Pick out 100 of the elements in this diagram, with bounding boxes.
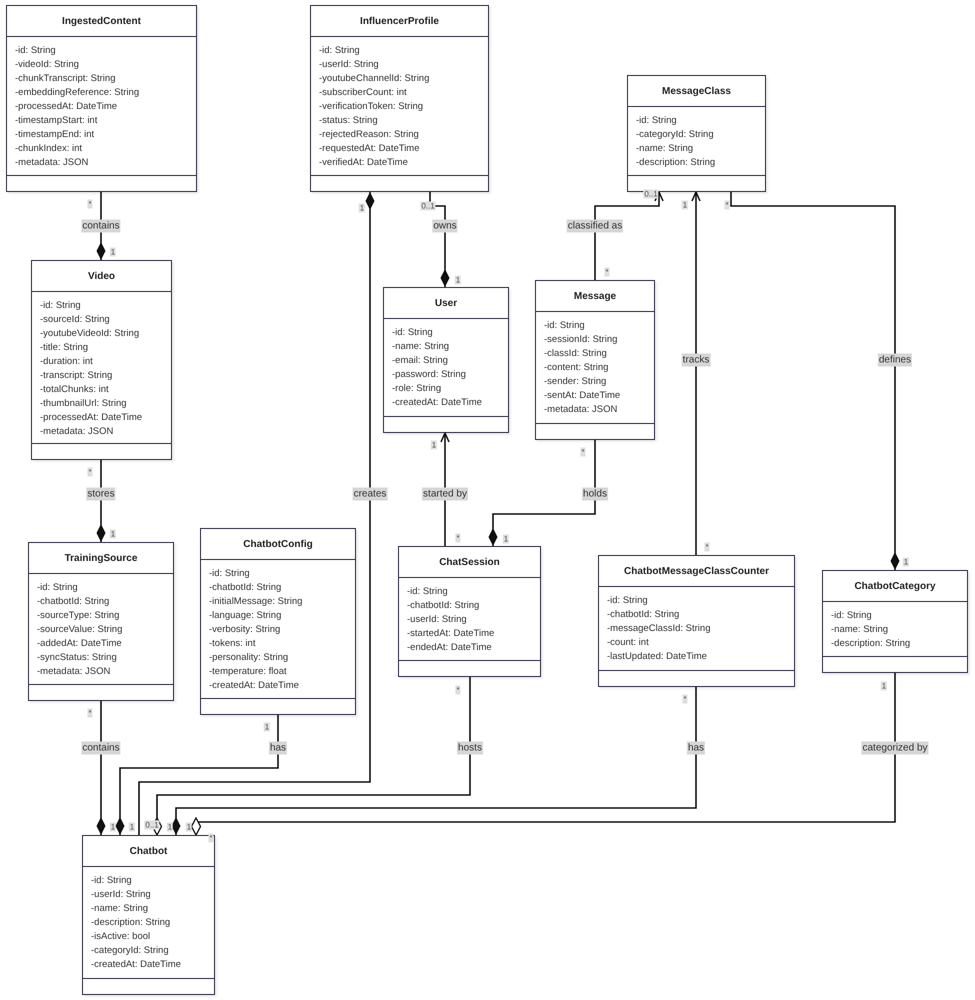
attribute-text: -videoId: String	[15, 58, 79, 72]
attribute-text: -metadata: JSON	[544, 403, 618, 417]
attribute-text: -embeddingReference: String	[15, 86, 140, 100]
attribute-text: -metadata: JSON	[40, 425, 114, 439]
attribute-text: -sourceType: String	[37, 609, 120, 623]
association-line	[138, 192, 374, 835]
association-line	[488, 440, 596, 546]
edge-label: has	[686, 742, 706, 754]
multiplicity-label: 1	[358, 204, 366, 212]
multiplicity-label: 1	[430, 440, 438, 450]
multiplicity-label: *	[704, 542, 710, 552]
class-box	[310, 5, 489, 192]
class-box	[383, 287, 509, 433]
class-box	[535, 280, 655, 440]
attribute-text: -name: String	[91, 902, 148, 916]
attribute-text: -userId: String	[407, 613, 467, 627]
attribute-text: -id: String	[319, 44, 360, 58]
attribute-text: -totalChunks: int	[40, 383, 109, 397]
multiplicity-label: 1	[682, 200, 688, 210]
attribute-text: -status: String	[319, 114, 378, 128]
attribute-text: -id: String	[407, 585, 448, 599]
edge-label: owns	[432, 220, 458, 232]
class-box	[598, 555, 795, 687]
attribute-text: -content: String	[544, 361, 608, 375]
attribute-text: -name: String	[392, 340, 450, 354]
edge-label: tracks	[682, 354, 710, 366]
edge-label: holds	[582, 488, 608, 500]
multiplicity-label: 1	[264, 722, 270, 732]
attribute-text: -temperature: float	[209, 665, 287, 679]
multiplicity-label: 0..1	[144, 820, 160, 830]
multiplicity-label: *	[604, 268, 610, 276]
attribute-text: -createdAt: DateTime	[91, 958, 181, 972]
attribute-text: -userId: String	[91, 888, 151, 902]
class-name: ChatbotCategory	[854, 580, 936, 592]
multiplicity-label: *	[724, 200, 730, 210]
association-line	[730, 192, 900, 570]
attribute-text: -sender: String	[544, 375, 606, 389]
attribute-text: -endedAt: DateTime	[407, 641, 492, 655]
multiplicity-label: *	[208, 834, 214, 842]
class-box	[31, 260, 172, 460]
class-box	[82, 835, 215, 995]
multiplicity-label: 1	[110, 248, 116, 256]
multiplicity-label: 1	[110, 822, 116, 832]
attribute-text: -personality: String	[209, 651, 288, 665]
attribute-text: -processedAt: DateTime	[40, 411, 142, 425]
edge-label: defines	[878, 354, 912, 366]
attribute-text: -chatbotId: String	[607, 608, 680, 622]
attribute-text: -metadata: JSON	[15, 156, 88, 170]
attribute-text: -count: int	[607, 636, 649, 650]
multiplicity-label: *	[455, 534, 461, 542]
attribute-text: -id: String	[91, 874, 132, 888]
class-box	[822, 570, 968, 673]
attribute-text: -email: String	[392, 354, 448, 368]
edge-label: categorized by	[861, 742, 929, 754]
multiplicity-label: 1	[502, 534, 510, 544]
attribute-text: -youtubeVideoId: String	[40, 327, 140, 341]
class-name: ChatSession	[439, 556, 500, 568]
attribute-text: -name: String	[831, 623, 888, 637]
multiplicity-label: 1	[128, 822, 136, 832]
attribute-text: -verifiedAt: DateTime	[319, 156, 408, 170]
attribute-text: -id: String	[636, 114, 677, 128]
attribute-text: -id: String	[544, 319, 585, 333]
attribute-text: -sentAt: DateTime	[544, 389, 620, 403]
attribute-text: -transcript: String	[40, 369, 112, 383]
association-line	[440, 432, 450, 546]
attribute-text: -requestedAt: DateTime	[319, 142, 420, 156]
class-name: ChatbotConfig	[243, 538, 313, 550]
attribute-text: -language: String	[209, 609, 282, 623]
attribute-text: -id: String	[607, 594, 648, 608]
multiplicity-label: 1	[110, 530, 116, 538]
multiplicity-label: 0..1	[643, 190, 659, 198]
attribute-text: -chatbotId: String	[37, 595, 110, 609]
attribute-text: -startedAt: DateTime	[407, 627, 494, 641]
multiplicity-label: 0..1	[420, 202, 436, 210]
association-line	[691, 191, 701, 555]
attribute-text: -verificationToken: String	[319, 100, 424, 114]
attribute-text: -description: String	[91, 916, 170, 930]
multiplicity-label: *	[682, 694, 688, 704]
class-box	[200, 528, 356, 715]
multiplicity-label: *	[87, 468, 93, 476]
attribute-text: -lastUpdated: DateTime	[607, 650, 707, 664]
edge-label: creates	[352, 488, 388, 500]
attribute-text: -youtubeChannelId: String	[319, 72, 430, 86]
edge-label: classified as	[566, 220, 624, 232]
association-line	[152, 677, 471, 836]
attribute-text: -messageClassId: String	[607, 622, 710, 636]
attribute-text: -categoryId: String	[636, 128, 714, 142]
attribute-text: -timestampEnd: int	[15, 128, 94, 142]
attribute-text: -sourceValue: String	[37, 623, 122, 637]
attribute-text: -id: String	[392, 326, 433, 340]
attribute-text: -chatbotId: String	[407, 599, 480, 613]
edge-label: contains	[81, 220, 121, 232]
attribute-text: -tokens: int	[209, 637, 256, 651]
multiplicity-label: *	[87, 708, 93, 718]
attribute-text: -id: String	[37, 581, 78, 595]
attribute-text: -chatbotId: String	[209, 581, 282, 595]
class-name: MessageClass	[662, 86, 731, 96]
attribute-text: -id: String	[15, 44, 56, 58]
class-name: Video	[88, 270, 116, 282]
attribute-text: -role: String	[392, 382, 442, 396]
